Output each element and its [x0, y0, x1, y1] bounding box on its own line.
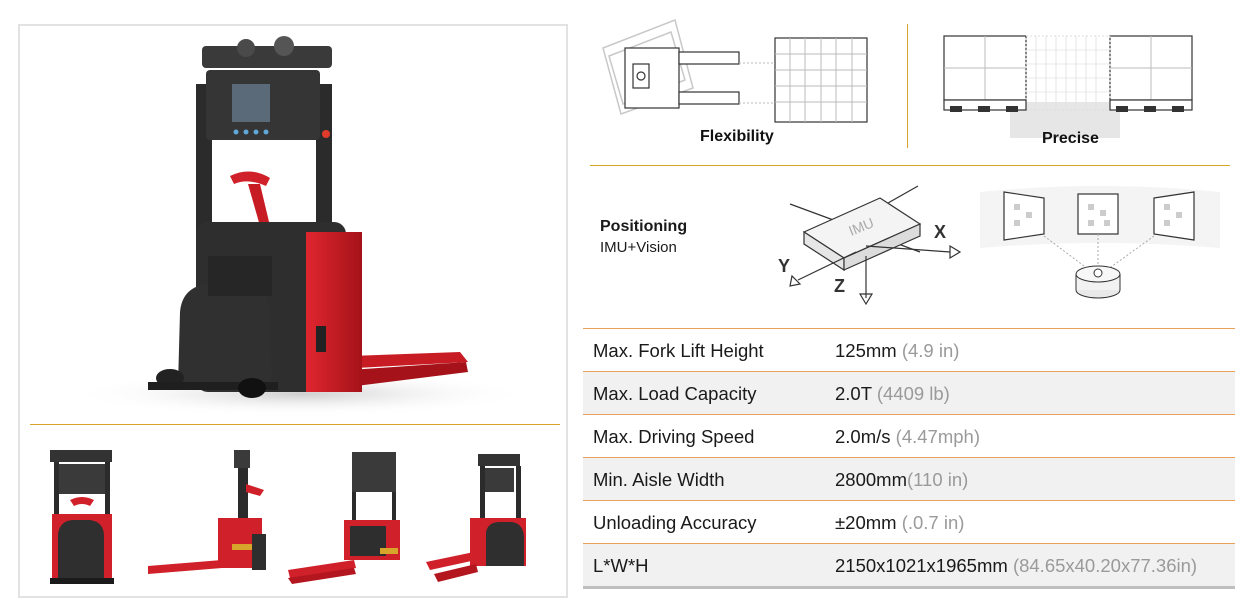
precise-label: Precise [1042, 130, 1099, 147]
spec-value: 2800mm(110 in) [835, 469, 969, 490]
spec-imperial-value: (.0.7 in) [901, 512, 965, 533]
spec-value: 2.0m/s (4.47mph) [835, 426, 980, 447]
feature-divider [590, 165, 1230, 166]
spec-label: Max. Load Capacity [593, 383, 757, 404]
axis-y-label: Y [778, 256, 790, 276]
spec-row: Max. Load Capacity 2.0T (4409 lb) [583, 371, 1235, 414]
spec-value: 2150x1021x1965mm (84.65x40.20x77.36in) [835, 555, 1198, 576]
panel-divider [30, 424, 560, 425]
spec-imperial-value: (4.9 in) [901, 340, 960, 361]
spec-row: Max. Driving Speed 2.0m/s (4.47mph) [583, 414, 1235, 457]
flexibility-label: Flexibility [700, 128, 774, 145]
feature-separator [907, 24, 908, 148]
imu-axis-diagram: IMU X Y Z [778, 185, 962, 306]
positioning-title: Positioning [600, 218, 688, 235]
axis-z-label: Z [834, 276, 845, 296]
forklift-hero-image [70, 36, 530, 416]
spec-label: Max. Driving Speed [593, 426, 755, 447]
precise-diagram [943, 35, 1193, 138]
positioning-subtitle: IMU+Vision [600, 239, 677, 256]
spec-value: ±20mm (.0.7 in) [835, 512, 965, 533]
spec-row: Max. Fork Lift Height 125mm (4.9 in) [583, 328, 1235, 371]
forklift-front-view [50, 450, 114, 584]
spec-label: Unloading Accuracy [593, 512, 757, 533]
axis-x-label: X [934, 222, 946, 242]
forklift-angled-view [426, 454, 526, 582]
spec-imperial-value: (84.65x40.20x77.36in) [1012, 555, 1198, 576]
spec-row: Unloading Accuracy ±20mm (.0.7 in) [583, 500, 1235, 543]
forklift-side-view [148, 450, 266, 574]
spec-label: L*W*H [593, 555, 649, 576]
spec-label: Max. Fork Lift Height [593, 340, 764, 361]
spec-table-bottom-border [583, 586, 1235, 589]
product-image-panel [18, 24, 568, 598]
spec-value: 2.0T (4409 lb) [835, 383, 950, 404]
spec-row: L*W*H 2150x1021x1965mm (84.65x40.20x77.3… [583, 543, 1235, 586]
spec-table: Max. Fork Lift Height 125mm (4.9 in) Max… [583, 328, 1235, 589]
vision-camera-diagram [980, 186, 1220, 299]
flexibility-diagram [602, 18, 868, 123]
spec-imperial-value: (4.47mph) [895, 426, 980, 447]
spec-row: Min. Aisle Width 2800mm(110 in) [583, 457, 1235, 500]
forklift-rear-view [288, 452, 400, 584]
spec-imperial-value: (110 in) [906, 469, 969, 490]
spec-value: 125mm (4.9 in) [835, 340, 960, 361]
thumbnail-strip [20, 436, 566, 596]
spec-label: Min. Aisle Width [593, 469, 725, 490]
spec-imperial-value: (4409 lb) [876, 383, 950, 404]
